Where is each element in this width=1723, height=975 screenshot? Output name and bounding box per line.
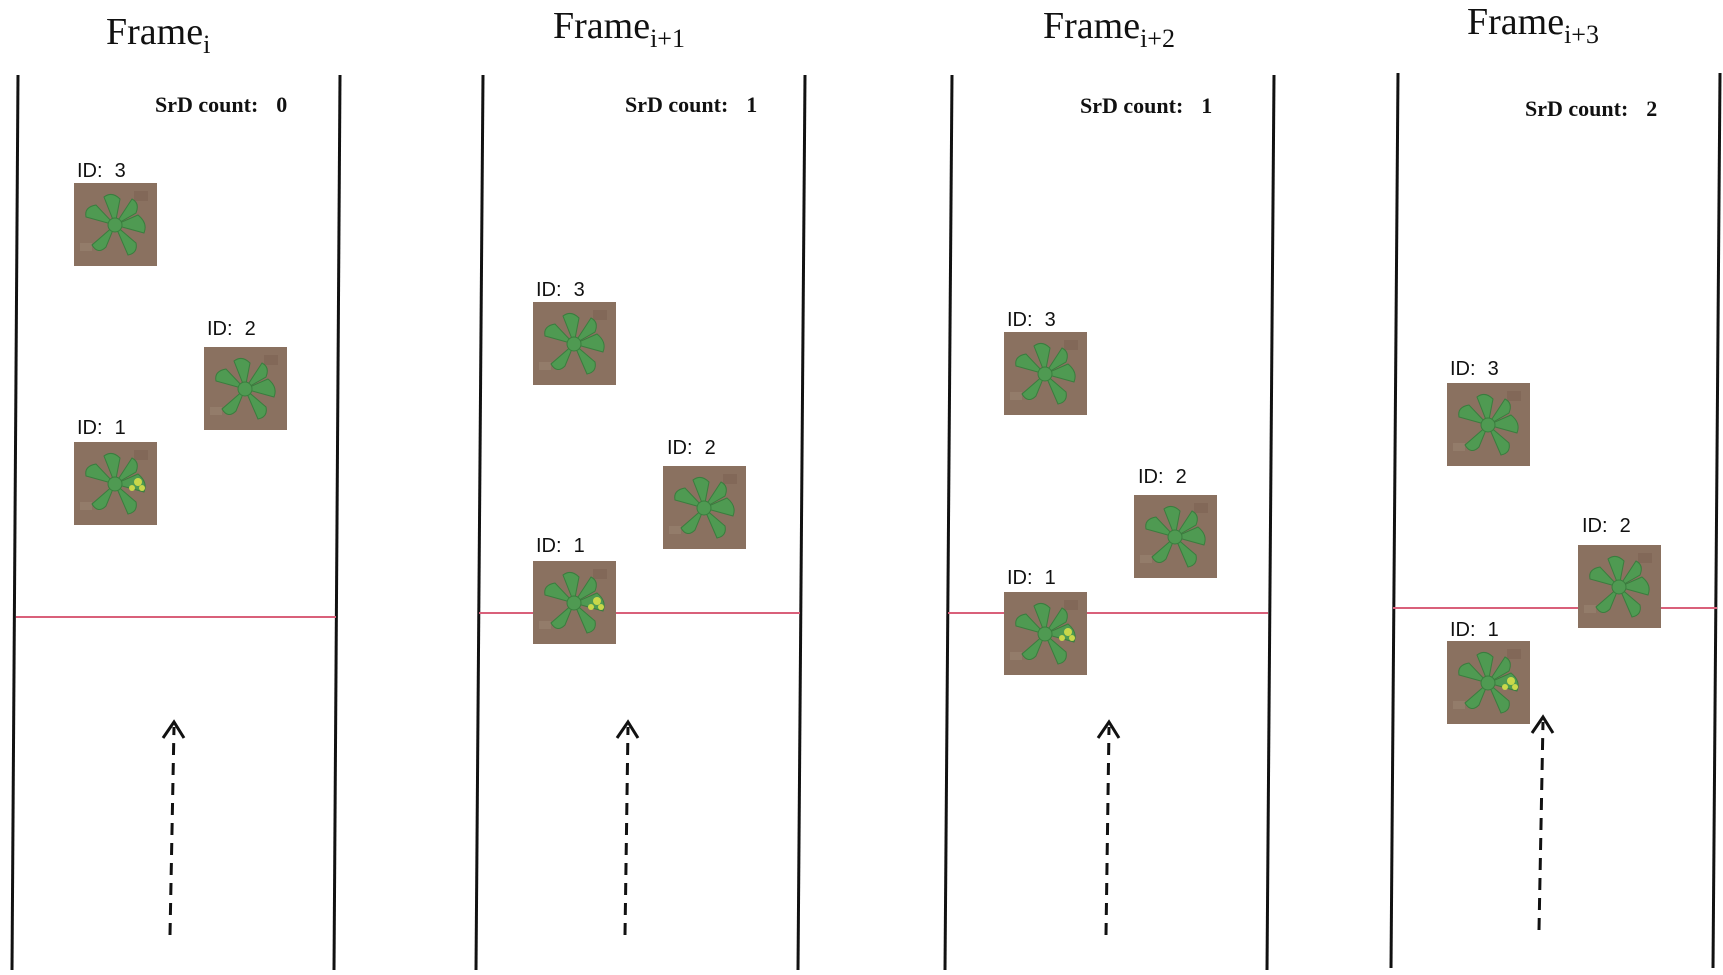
frame-title: Framei	[106, 11, 211, 59]
direction-arrow	[161, 719, 186, 936]
direction-arrow	[1530, 714, 1555, 931]
frame-title: Framei+1	[553, 5, 685, 53]
srd-count: SrD count:2	[1525, 96, 1658, 121]
plant-image-id-3	[1004, 332, 1087, 415]
plant-id-label: ID:3	[1450, 358, 1499, 380]
plant-id-label: ID:1	[536, 535, 585, 557]
plant-image-id-2	[663, 466, 746, 549]
plant-image-id-3	[1447, 383, 1530, 466]
plant-image-id-1	[533, 561, 616, 644]
lane-border	[474, 74, 485, 971]
lane-border	[796, 74, 807, 971]
plant-id-label: ID:3	[536, 279, 585, 301]
lane-border	[10, 74, 20, 971]
srd-count: SrD count:1	[1080, 93, 1213, 118]
frame-title: Framei+3	[1467, 1, 1599, 49]
plant-id-label: ID:3	[1007, 309, 1056, 331]
direction-arrow	[1096, 719, 1121, 936]
lane-border	[332, 74, 342, 971]
lane-border	[1389, 72, 1400, 969]
srd-count: SrD count:1	[625, 92, 758, 117]
plant-image-id-1	[1004, 592, 1087, 675]
lane-border	[943, 74, 954, 971]
plant-image-id-2	[1578, 545, 1661, 628]
plant-image-id-3	[74, 183, 157, 266]
plant-image-id-2	[204, 347, 287, 430]
frame-title: Framei+2	[1043, 5, 1175, 53]
plant-image-id-3	[533, 302, 616, 385]
direction-arrow	[615, 719, 640, 936]
plant-id-label: ID:1	[1450, 619, 1499, 641]
plant-image-id-2	[1134, 495, 1217, 578]
lane-border	[1265, 74, 1276, 971]
plant-id-label: ID:1	[1007, 567, 1056, 589]
plant-id-label: ID:3	[77, 160, 126, 182]
plant-id-label: ID:2	[1582, 515, 1631, 537]
plant-image-id-1	[1447, 641, 1530, 724]
plant-id-label: ID:2	[1138, 466, 1187, 488]
plant-id-label: ID:2	[207, 318, 256, 340]
lane-border	[1711, 72, 1722, 969]
plant-id-label: ID:2	[667, 437, 716, 459]
plant-id-label: ID:1	[77, 417, 126, 439]
srd-count: SrD count:0	[155, 92, 288, 117]
plant-image-id-1	[74, 442, 157, 525]
